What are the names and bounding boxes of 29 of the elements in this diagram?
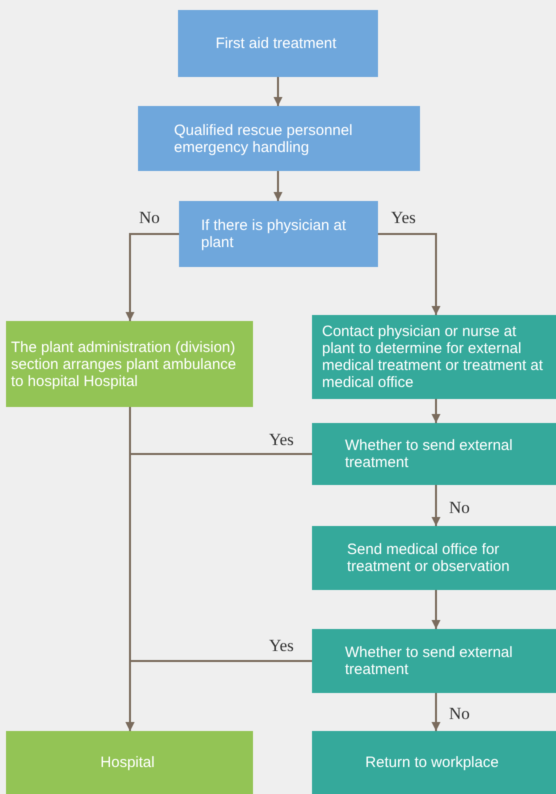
arrow [432,485,440,526]
box-text: Qualified rescue personnel emergency handling [174,122,354,156]
process-box [6,731,253,794]
box-text: Contact physician or nurse at plant to determine for external medical treatment or treatment at medical office [322,323,544,391]
box-text: Return to workplace [365,754,499,771]
arrow [126,233,179,321]
box-text: Send medical office for treatment or observation [347,541,511,575]
arrow [126,660,312,731]
arrow [274,77,282,106]
arrow [274,171,282,201]
arrow [378,233,440,315]
box-text: Whether to send external treatment [345,437,514,471]
process-box [179,201,378,267]
box-text: The plant administration (division) section arranges plant ambulance to hospital Hospital [11,338,238,390]
arrow [432,693,440,731]
process-box [138,106,420,171]
box-text: First aid treatment [216,35,336,52]
process-box [312,629,556,693]
box-text: Hospital [100,754,155,771]
process-box [312,731,556,794]
box-text: Whether to send external treatment [345,644,514,678]
process-box [178,10,378,77]
box-text: If there is physician at plant [201,217,348,251]
process-box [312,526,556,590]
process-box [312,423,556,485]
process-box [312,315,556,399]
process-box [6,321,253,407]
arrow [432,590,440,629]
arrow [432,399,440,423]
